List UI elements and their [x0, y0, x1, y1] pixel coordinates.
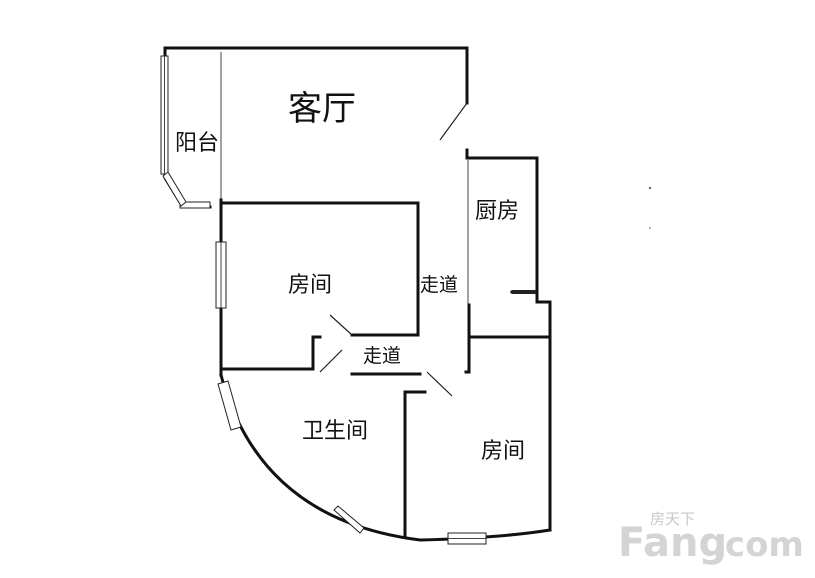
label-corridor-vertical: 走道 — [420, 274, 458, 296]
wall-curved-south — [219, 373, 552, 542]
door-bathroom — [319, 349, 343, 373]
wall-kitchen-step — [464, 300, 552, 374]
watermark-brand-suffix: .com — [712, 525, 804, 565]
label-bedroom-lower: 房间 — [481, 439, 525, 464]
label-kitchen: 厨房 — [475, 199, 519, 224]
watermark-brand-main: Fang — [618, 520, 727, 566]
doors — [319, 102, 536, 397]
window-bathroom-south — [333, 505, 365, 534]
wall-bedroom-top — [219, 201, 420, 337]
wall-kitchen — [466, 156, 539, 294]
stray-dot-1 — [649, 187, 651, 189]
label-bathroom: 卫生间 — [302, 419, 368, 444]
window-bathroom-west — [217, 380, 242, 431]
wall-bedroom-bottom — [219, 335, 322, 371]
label-corridor-horizontal: 走道 — [363, 345, 401, 367]
label-living-room: 客厅 — [288, 89, 356, 129]
windows — [160, 55, 487, 545]
door-bedroom-upper — [329, 314, 353, 336]
stray-dot-2 — [649, 227, 651, 229]
wall-living-top — [163, 46, 469, 105]
label-balcony: 阳台 — [175, 131, 219, 156]
door-living — [439, 102, 468, 141]
door-bedroom-lower — [426, 371, 453, 397]
label-bedroom-upper: 房间 — [288, 273, 332, 298]
watermark-brand-cn: 房天下 — [650, 510, 695, 528]
watermark: 房天下 Fang .com — [618, 510, 804, 566]
wall-bath-divider — [403, 390, 427, 539]
window-balcony-diagonal — [162, 171, 187, 207]
